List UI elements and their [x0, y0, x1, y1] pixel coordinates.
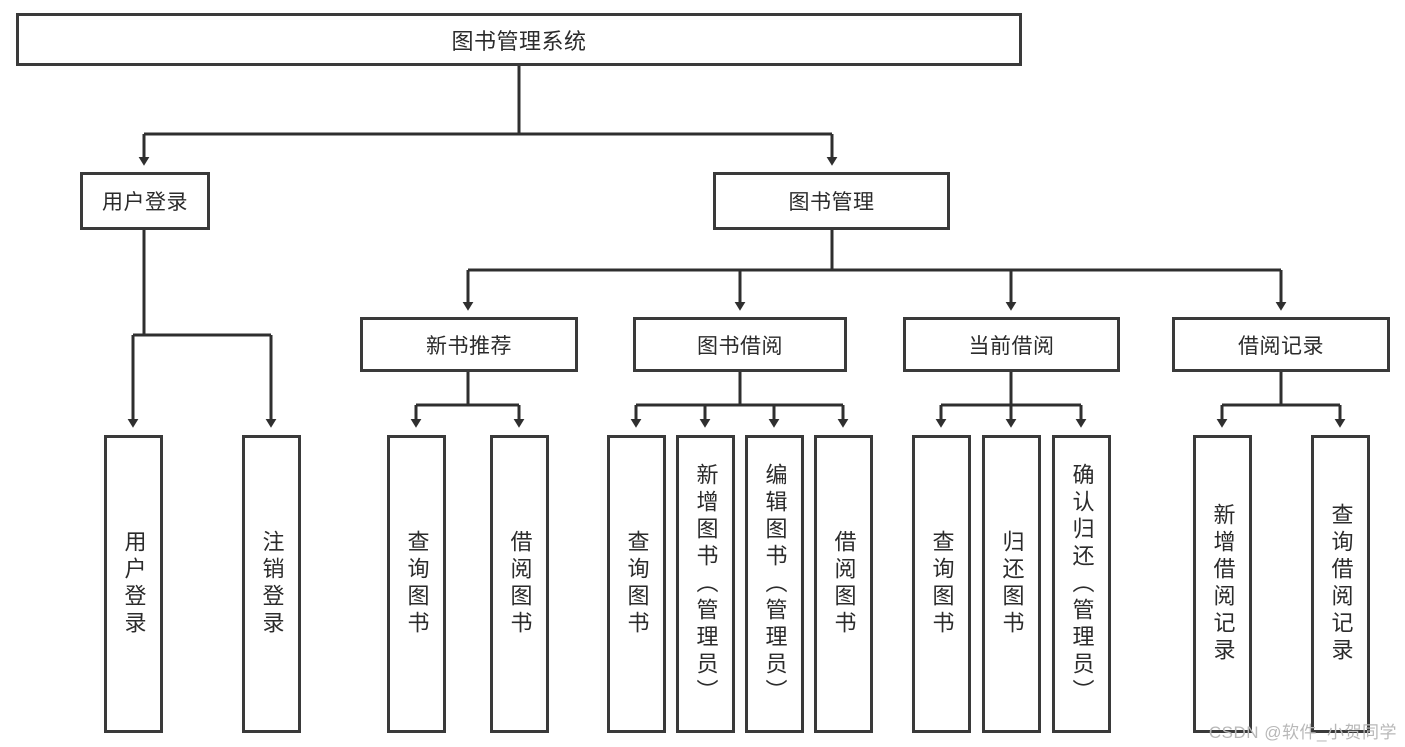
node-label: 查询图书	[624, 530, 650, 638]
node-label: 图书管理系统	[451, 28, 587, 54]
node-label: 用户登录	[102, 191, 188, 214]
leaf-add-borrow-record[interactable]: 新增借阅记录	[1193, 435, 1252, 733]
watermark: CSDN @软件_小贺同学	[1208, 723, 1397, 742]
node-label: 新增图书（管理员）	[693, 462, 719, 706]
node-label: 借阅图书	[831, 530, 857, 638]
leaf-return-book[interactable]: 归还图书	[982, 435, 1041, 733]
node-label: 归还图书	[999, 530, 1025, 638]
node-label: 确认归还（管理员）	[1069, 462, 1095, 706]
leaf-borrow-book-recommend[interactable]: 借阅图书	[490, 435, 549, 733]
node-root-book-management-system[interactable]: 图书管理系统	[16, 13, 1022, 66]
node-user-login[interactable]: 用户登录	[80, 172, 210, 230]
node-new-book-recommend[interactable]: 新书推荐	[360, 317, 578, 372]
node-label: 编辑图书（管理员）	[762, 462, 788, 706]
node-label: 查询图书	[404, 530, 430, 638]
node-label: 当前借阅	[968, 334, 1055, 358]
node-book-borrow[interactable]: 图书借阅	[633, 317, 847, 372]
node-book-management[interactable]: 图书管理	[713, 172, 950, 230]
node-label: 用户登录	[121, 530, 147, 638]
node-label: 借阅图书	[507, 530, 533, 638]
leaf-confirm-return-admin[interactable]: 确认归还（管理员）	[1052, 435, 1111, 733]
node-label: 图书借阅	[697, 334, 783, 358]
node-label: 注销登录	[259, 530, 285, 638]
leaf-borrow-book[interactable]: 借阅图书	[814, 435, 873, 733]
leaf-add-book-admin[interactable]: 新增图书（管理员）	[676, 435, 735, 733]
node-label: 新书推荐	[426, 334, 512, 358]
leaf-query-book-borrow[interactable]: 查询图书	[607, 435, 666, 733]
node-label: 借阅记录	[1238, 334, 1324, 358]
node-label: 新增借阅记录	[1210, 503, 1236, 665]
node-label: 查询借阅记录	[1328, 503, 1354, 665]
leaf-user-logout[interactable]: 注销登录	[242, 435, 301, 733]
node-label: 查询图书	[929, 530, 955, 638]
leaf-query-book-current[interactable]: 查询图书	[912, 435, 971, 733]
leaf-query-borrow-record[interactable]: 查询借阅记录	[1311, 435, 1370, 733]
leaf-user-login[interactable]: 用户登录	[104, 435, 163, 733]
leaf-edit-book-admin[interactable]: 编辑图书（管理员）	[745, 435, 804, 733]
node-current-borrow[interactable]: 当前借阅	[903, 317, 1120, 372]
node-borrow-record[interactable]: 借阅记录	[1172, 317, 1390, 372]
node-label: 图书管理	[788, 191, 875, 214]
leaf-query-book-recommend[interactable]: 查询图书	[387, 435, 446, 733]
